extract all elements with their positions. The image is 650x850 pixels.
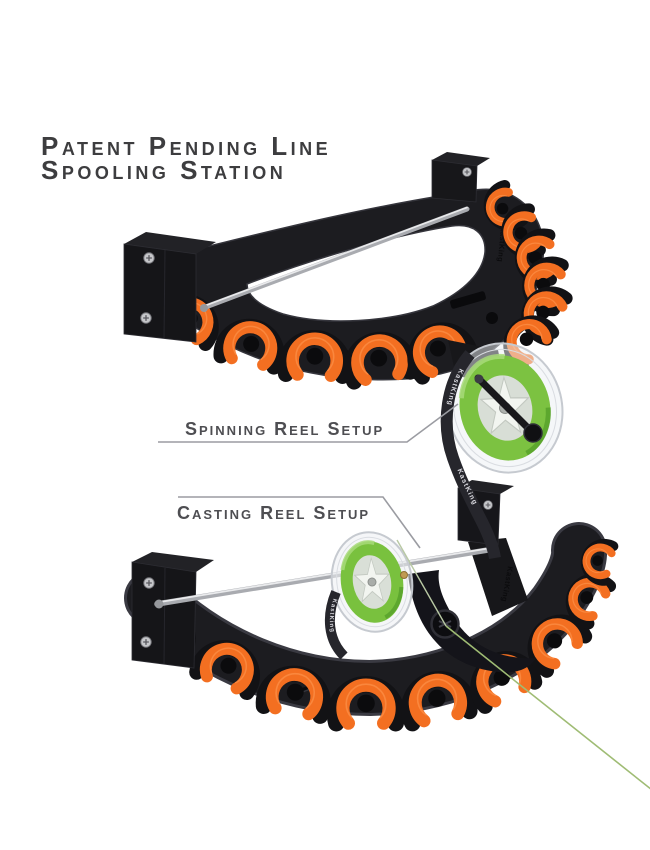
rod-holder-clip xyxy=(220,321,282,367)
title-line-1: Patent Pending Line xyxy=(41,131,332,161)
rod-holder-clip xyxy=(263,669,328,716)
screw-icon xyxy=(483,500,493,510)
spool-axle xyxy=(474,374,543,443)
spinning-reel-setup-unit: KastKing xyxy=(123,152,567,384)
hanging-hole xyxy=(486,312,498,324)
rod-holder-clip xyxy=(403,674,470,724)
adjustment-slot xyxy=(450,291,486,309)
casting-reel-setup-unit: KastKing xyxy=(124,480,614,724)
fishing-line xyxy=(396,539,650,790)
spinning-reel-setup-label: Spinning Reel Setup xyxy=(185,419,385,439)
title-line-2: Spooling Station xyxy=(41,155,287,185)
screw-icon xyxy=(143,577,155,589)
bracket-arm xyxy=(468,538,528,616)
screw-icon xyxy=(140,636,152,648)
spinning-callout-line xyxy=(158,403,459,443)
steel-rod xyxy=(200,206,470,312)
brass-bead xyxy=(400,571,408,579)
screw-icon xyxy=(143,252,155,264)
svg-text:KastKing: KastKing xyxy=(328,598,338,634)
casting-reel-setup-label: Casting Reel Setup xyxy=(177,503,371,523)
brand-strap: KastKing xyxy=(328,592,344,656)
callout-lines xyxy=(158,403,459,549)
casting-callout-line xyxy=(178,496,421,549)
screw-icon xyxy=(462,167,472,177)
screw-icon xyxy=(140,312,152,324)
line-guide-arm xyxy=(408,570,536,673)
wall-mount-bracket xyxy=(431,152,490,203)
strap-brand-text: KastKing xyxy=(328,598,336,634)
casting-line-spool: KastKing xyxy=(324,531,414,656)
page-title: Patent Pending Line Spooling Station xyxy=(41,131,332,185)
wall-mount-bracket xyxy=(131,552,214,669)
steel-rod xyxy=(154,546,497,609)
wall-mount-bracket xyxy=(123,232,216,343)
rod-holder-clip xyxy=(335,684,397,723)
